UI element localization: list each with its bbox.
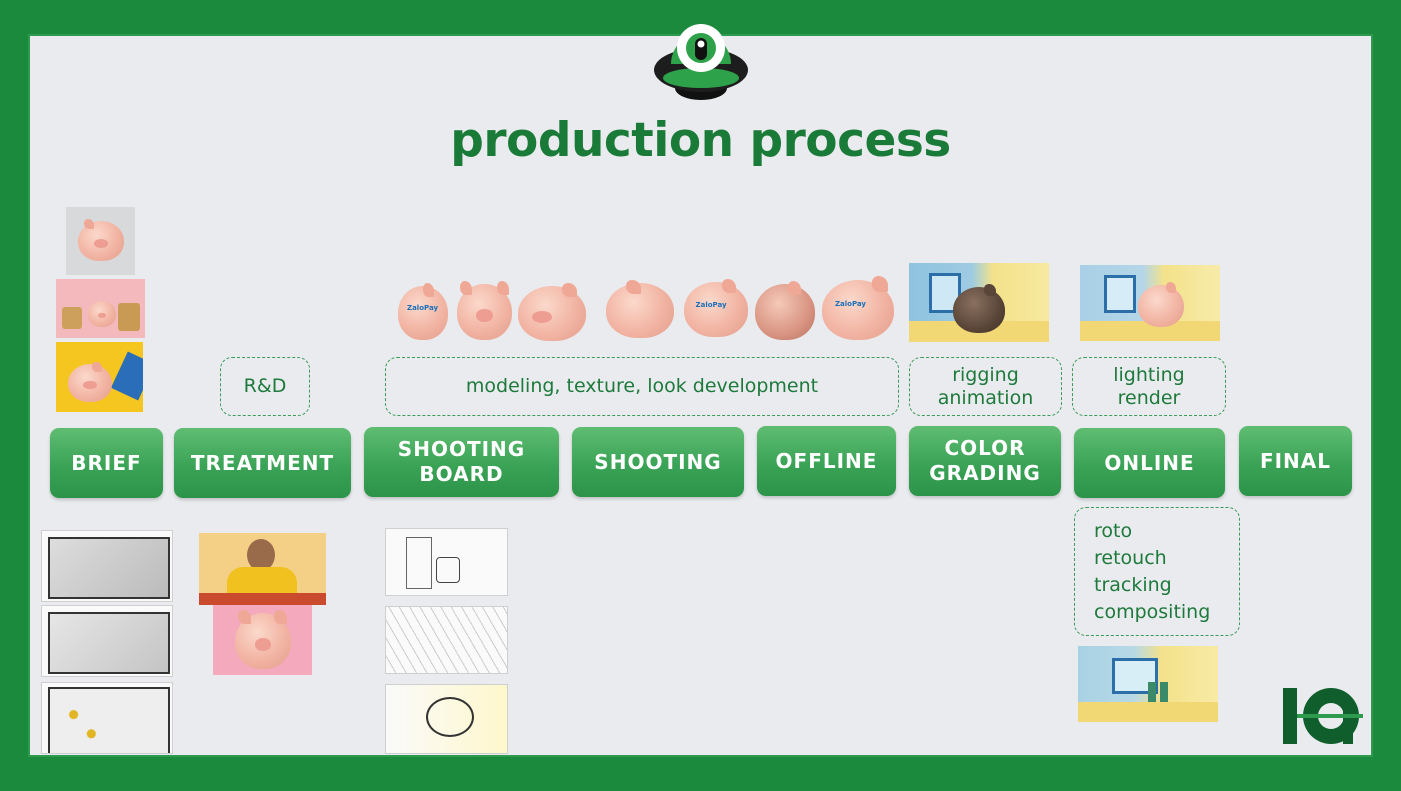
task-lighting: lighting render [1072, 357, 1226, 416]
rigging-scene-image [909, 263, 1049, 342]
shooting-board-sketch-2 [385, 606, 508, 674]
brief-sketch-1 [41, 530, 173, 602]
treatment-image-actor [199, 533, 326, 605]
stage-treatment[interactable]: TREATMENT [174, 428, 351, 498]
stage-final[interactable]: FINAL [1239, 426, 1352, 496]
brief-image-1 [66, 207, 135, 275]
brief-sketch-3 [41, 682, 173, 754]
pig-render-1: ZaloPay [398, 282, 448, 340]
pig-render-7: ZaloPay [822, 276, 894, 340]
pig-render-3 [518, 282, 586, 341]
stage-shooting-board[interactable]: SHOOTING BOARD [364, 427, 559, 497]
stage-online[interactable]: ONLINE [1074, 428, 1225, 498]
stage-brief[interactable]: BRIEF [50, 428, 163, 498]
stage-color-grading[interactable]: COLOR GRADING [909, 426, 1061, 496]
treatment-image-pig [213, 605, 312, 675]
anniversary-logo-icon [1283, 688, 1363, 744]
task-modeling: modeling, texture, look development [385, 357, 899, 416]
stage-offline[interactable]: OFFLINE [757, 426, 896, 496]
stage-shooting[interactable]: SHOOTING [572, 427, 744, 497]
brief-image-2 [56, 279, 145, 338]
lighting-scene-image [1080, 265, 1220, 341]
pig-render-4 [606, 279, 674, 338]
pig-render-5: ZaloPay [684, 278, 748, 337]
online-final-image [1078, 646, 1218, 722]
task-rd: R&D [220, 357, 310, 416]
brief-sketch-2 [41, 605, 173, 677]
page-title: production process [450, 113, 951, 168]
brief-image-3 [56, 342, 143, 412]
ufo-logo-icon [654, 24, 748, 100]
task-compositing: roto retouch tracking compositing [1074, 507, 1240, 636]
task-rigging: rigging animation [909, 357, 1062, 416]
pig-render-6 [755, 280, 815, 340]
shooting-board-sketch-1 [385, 528, 508, 596]
pig-render-2 [457, 280, 512, 340]
shooting-board-sketch-3 [385, 684, 508, 754]
